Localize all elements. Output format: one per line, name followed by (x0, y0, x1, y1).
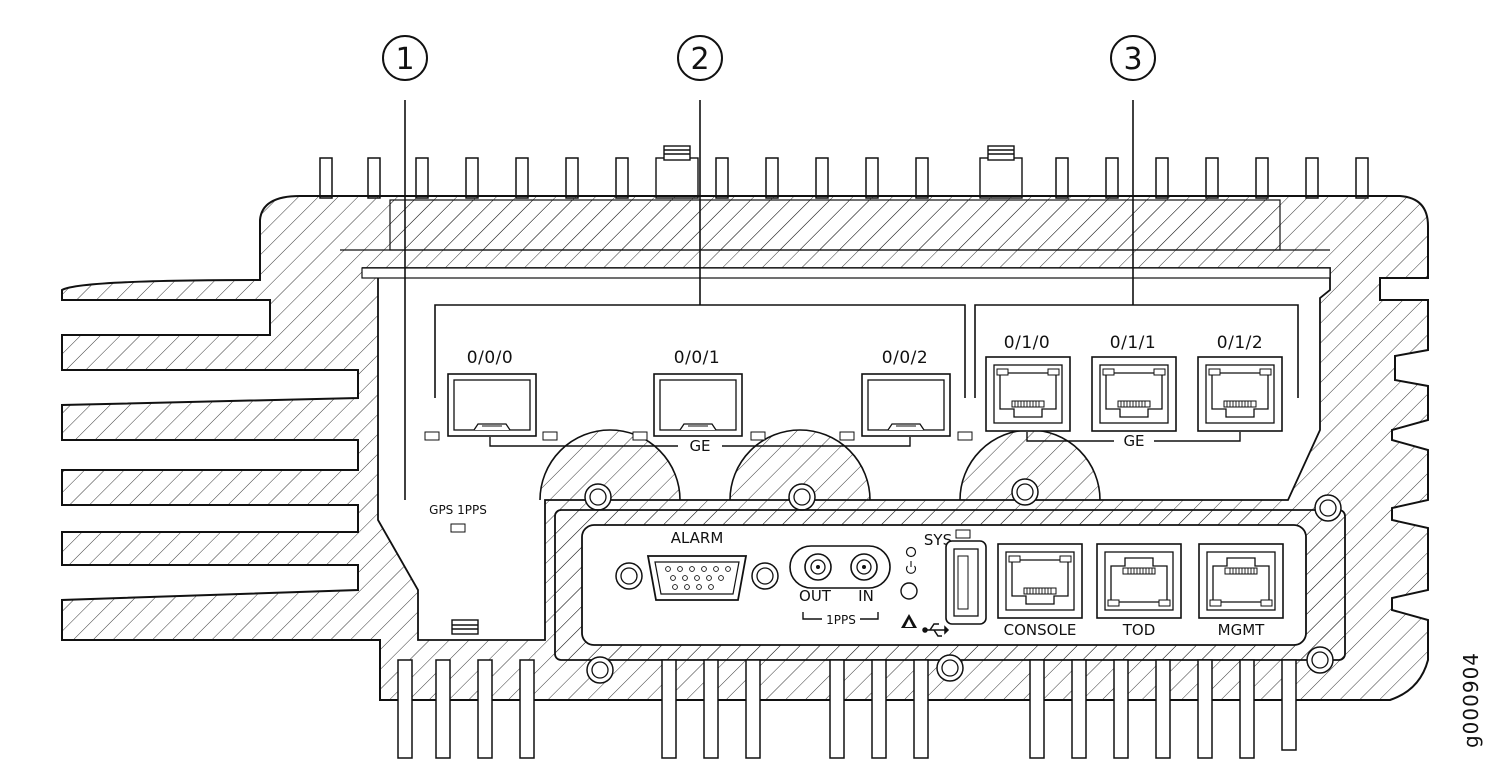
rj45-port-1[interactable] (1091, 356, 1177, 432)
mgmt-label: MGMT (1218, 621, 1266, 639)
sfp-port-1[interactable] (653, 373, 743, 437)
rj45-port-label-1: 0/1/1 (1110, 333, 1156, 353)
power-icon (905, 561, 917, 574)
rj45-port-label-2: 0/1/2 (1217, 333, 1263, 353)
antenna-connector-right (979, 145, 1023, 199)
svg-text:3: 3 (1123, 42, 1142, 77)
callout-1: 1 (382, 35, 428, 500)
sfp-port-label-2: 0/0/2 (882, 348, 928, 368)
svg-text:1: 1 (395, 42, 414, 77)
console-label: CONSOLE (1004, 621, 1077, 639)
figure-id: g000904 (1459, 652, 1483, 748)
gps-1pps-led: GPS 1PPS (429, 503, 487, 533)
rj45-port-0[interactable] (985, 356, 1071, 432)
sfp-port-label-1: 0/0/1 (674, 348, 720, 368)
pps-in-connector[interactable] (850, 553, 878, 581)
sfp-group-label: GE (689, 437, 710, 455)
tod-label: TOD (1122, 621, 1156, 639)
esd-warning-icon (901, 614, 917, 628)
power-led (905, 546, 917, 574)
sfp-led-icon (750, 431, 766, 441)
sfp-port-2[interactable] (861, 373, 951, 437)
sfp-led-icon (839, 431, 855, 441)
rj45-port-label-0: 0/1/0 (1004, 333, 1050, 353)
sys-label: SYS (924, 531, 952, 549)
alarm-label: ALARM (671, 529, 724, 547)
alarm-port[interactable]: ALARM (615, 529, 779, 601)
sys-led: SYS (924, 529, 971, 549)
sfp-led-icon (424, 431, 440, 441)
callout-3: 3 (974, 35, 1299, 398)
sfp-port-0[interactable] (447, 373, 537, 437)
rj45-group-label: GE (1123, 432, 1144, 450)
sfp-port-label-0: 0/0/0 (467, 348, 513, 368)
pps-connectors: OUT IN 1PPS (789, 545, 891, 627)
pps-in-label: IN (858, 587, 874, 605)
rj45-port-2[interactable] (1197, 356, 1283, 432)
mgmt-port[interactable] (1198, 543, 1284, 619)
reset-button[interactable] (900, 582, 918, 600)
usb-icon (922, 623, 950, 637)
gps-led-icon (450, 523, 466, 533)
antenna-connector-left (655, 145, 699, 199)
chassis (61, 145, 1429, 759)
sfp-led-icon (632, 431, 648, 441)
sys-led-icon (955, 529, 971, 539)
rj45-port-group: 0/1/0 0/1/1 0/1/2 GE (985, 333, 1283, 450)
callout-2: 2 (434, 35, 966, 398)
usb-port[interactable] (945, 540, 987, 625)
sfp-led-icon (542, 431, 558, 441)
pps-out-connector[interactable] (804, 553, 832, 581)
tod-port[interactable] (1096, 543, 1182, 619)
svg-text:GPS 1PPS: GPS 1PPS (429, 503, 487, 517)
sfp-led-icon (957, 431, 973, 441)
svg-text:2: 2 (690, 42, 709, 77)
pps-out-label: OUT (799, 587, 832, 605)
sfp-port-group: 0/0/0 0/0/1 0/0/2 GE (424, 348, 973, 455)
top-fins (319, 157, 1369, 199)
bottom-fins (397, 659, 1297, 759)
pps-group-label: 1PPS (826, 613, 856, 627)
console-port[interactable] (997, 543, 1083, 619)
